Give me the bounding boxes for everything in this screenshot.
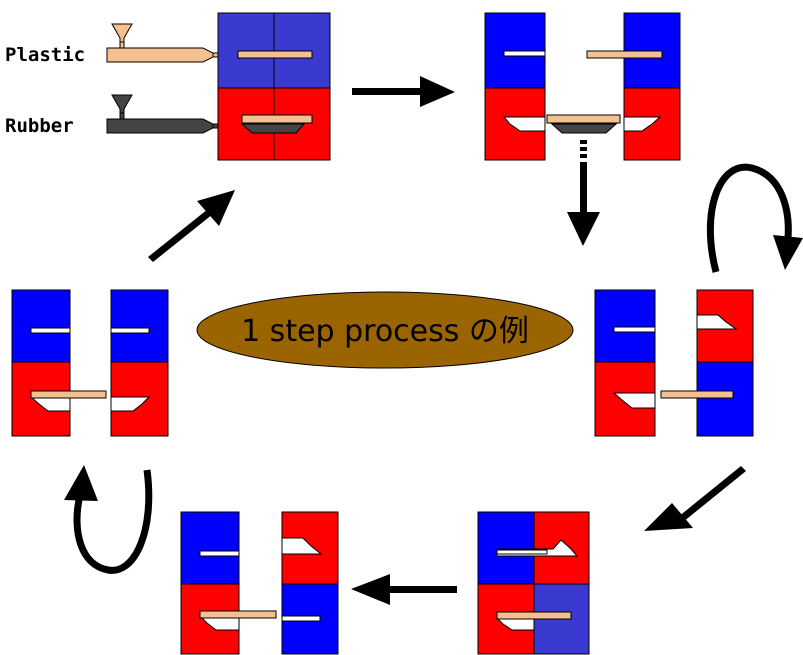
rubber-injector xyxy=(106,94,244,134)
mold-stage-2 xyxy=(484,12,681,161)
plastic-label: Plastic xyxy=(5,44,85,66)
mold-stage-4 xyxy=(477,511,590,655)
mold-stage-6 xyxy=(11,289,169,437)
rotate-arrow-right-icon xyxy=(706,163,803,273)
mold-stage-5 xyxy=(180,511,339,655)
arrow-left-icon xyxy=(351,574,457,605)
arrow-down-icon xyxy=(567,162,600,246)
center-oval xyxy=(196,291,574,369)
rotate-arrow-left-icon xyxy=(64,465,153,574)
rubber-label: Rubber xyxy=(5,115,74,137)
mold-stage-3 xyxy=(594,289,754,437)
arrow-right-icon xyxy=(352,76,455,107)
center-label: 1 step process の例 xyxy=(241,314,529,349)
flow-arrows xyxy=(64,76,803,605)
mold-stage-1 xyxy=(217,12,331,161)
arrow-down-left-icon xyxy=(644,466,746,531)
arrow-up-right-icon xyxy=(148,190,235,262)
plastic-injector xyxy=(106,23,220,63)
